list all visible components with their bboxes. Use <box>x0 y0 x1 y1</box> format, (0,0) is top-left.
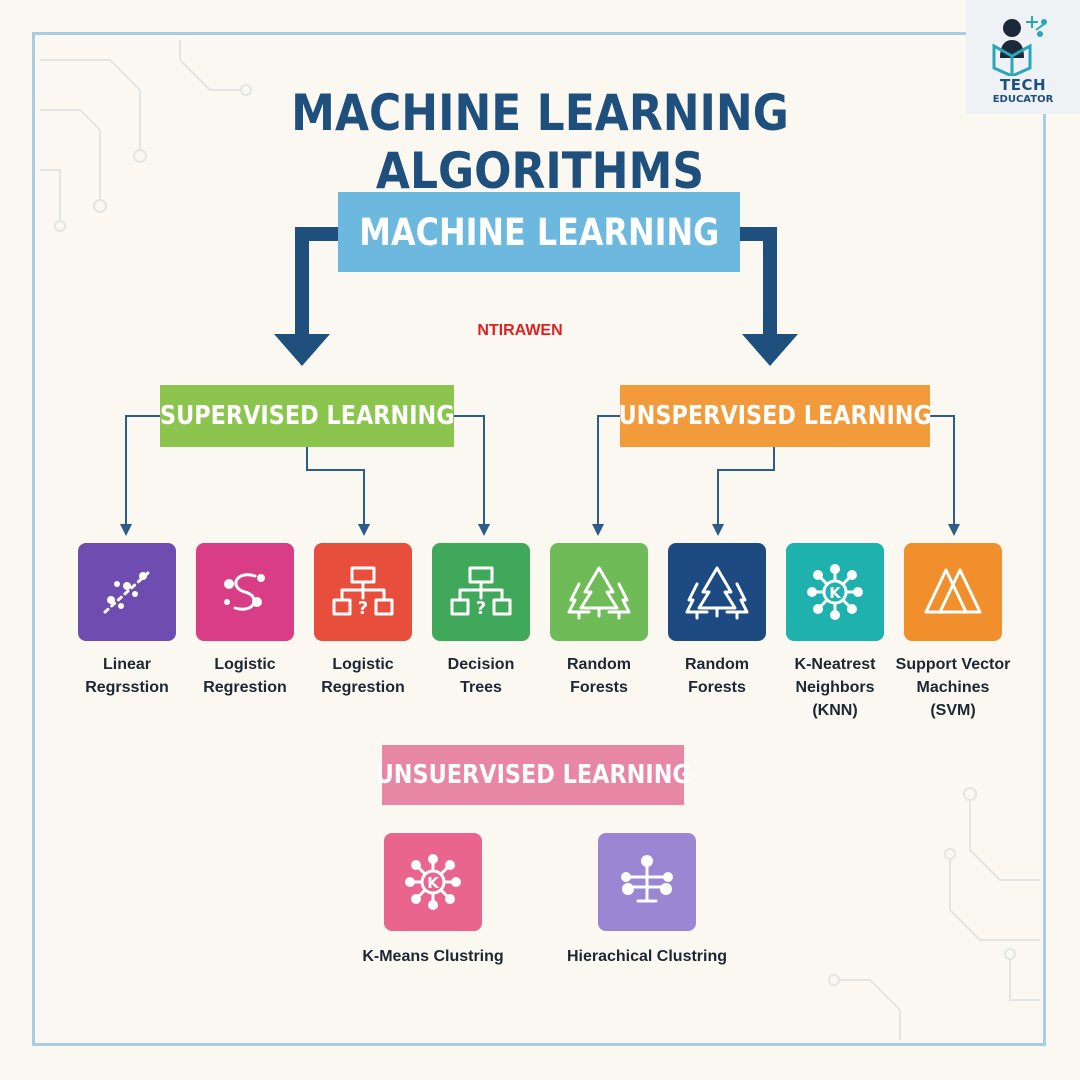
algorithm-tile-1 <box>196 543 294 641</box>
algorithm-label-line1: Random <box>685 656 749 673</box>
forest-icon <box>685 562 749 622</box>
page-title: MACHINE LEARNING ALGORITHMS <box>291 84 789 200</box>
decision-tree-icon: ? <box>450 562 512 622</box>
algorithm-tile-3: ? <box>432 543 530 641</box>
svg-text:K: K <box>829 584 842 602</box>
unsupervised-learning-node-2: UNSUERVISED LEARNING <box>375 745 691 805</box>
algorithm-label-line2: Trees <box>460 679 502 696</box>
algorithm-tile-6: K <box>786 543 884 641</box>
algorithm-label-line2: Regrsstion <box>85 679 169 696</box>
svg-text:K: K <box>427 874 440 892</box>
algorithm-label-line2: Forests <box>570 679 628 696</box>
teacher-book-icon <box>992 16 1047 76</box>
algorithm-label-line2: Machines <box>916 679 990 696</box>
algorithm-label-line1: Random <box>567 656 631 673</box>
brand-name-line2: EDUCATOR <box>992 94 1054 105</box>
algorithm-label-line1: K-Neatrest <box>794 656 876 673</box>
clustering-label: Hierachical Clustring <box>566 948 728 965</box>
algorithm-tile-4 <box>550 543 648 641</box>
forest-icon <box>567 562 631 622</box>
algorithm-label-line3: (KNN) <box>812 702 858 719</box>
algorithm-label-line2: Regrestion <box>203 679 287 696</box>
unsupervised-learning-node: UNSPERVISED LEARNING <box>618 385 932 447</box>
algorithm-tile-5 <box>668 543 766 641</box>
svg-text:?: ? <box>476 598 486 619</box>
algorithm-label-line3: (SVM) <box>930 702 976 719</box>
s-curve-icon <box>215 562 275 622</box>
arrow-head-right <box>742 334 798 366</box>
algorithm-label-line1: Logistic <box>214 656 276 673</box>
algorithm-label-line1: Decision <box>447 656 515 673</box>
algorithm-label-line2: Regrestion <box>321 679 405 696</box>
root-node: MACHINE LEARNING <box>338 192 740 272</box>
algorithm-tile-2: ? <box>314 543 412 641</box>
arrow-head-left <box>274 334 330 366</box>
triangle-icon <box>922 564 984 620</box>
svg-text:?: ? <box>358 598 368 619</box>
algorithm-label-line1: Linear <box>102 656 151 673</box>
page-frame <box>32 32 1046 1046</box>
algorithm-tile-0 <box>78 543 176 641</box>
brand-name-line1: TECH <box>999 76 1047 94</box>
supervised-learning-node: SUPERVISED LEARNING <box>160 385 454 447</box>
knn-icon: K <box>804 561 866 623</box>
clustering-tile-1 <box>598 833 696 931</box>
algorithm-label-line1: Logistic <box>332 656 394 673</box>
k-means-icon: K <box>402 851 464 913</box>
clustering-label: K-Means Clustring <box>362 948 504 965</box>
watermark-text: NTIRAWEN <box>477 322 563 339</box>
algorithm-label-line2: Forests <box>688 679 746 696</box>
brand-logo: TECH EDUCATOR <box>966 0 1080 114</box>
clustering-tile-0: K <box>384 833 482 931</box>
decision-tree-icon: ? <box>332 562 394 622</box>
hierarchy-icon <box>614 851 680 913</box>
algorithm-label-line2: Neighbors <box>795 679 875 696</box>
algorithm-label-line1: Support Vector <box>895 656 1011 673</box>
algorithm-tile-7 <box>904 543 1002 641</box>
scatter-line-icon <box>97 562 157 622</box>
